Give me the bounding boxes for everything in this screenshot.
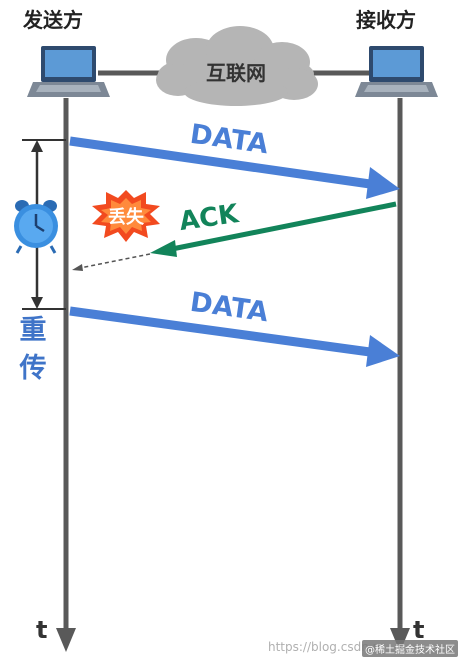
sender-timeline <box>56 98 76 652</box>
receiver-laptop-icon <box>355 46 438 97</box>
internet-cloud <box>156 26 318 106</box>
sender-time-label: t <box>36 616 48 644</box>
receiver-title: 接收方 <box>356 8 416 32</box>
ack-arrow <box>150 201 397 257</box>
lost-ack-dashed-arrow <box>72 253 151 271</box>
data-label-first: DATA <box>188 119 270 161</box>
lost-label: 丢失 <box>108 206 145 228</box>
sender-title: 发送方 <box>23 8 83 32</box>
lost-burst-icon <box>92 190 160 242</box>
data-arrow-first <box>69 136 400 199</box>
data-label-retransmit: DATA <box>188 287 270 329</box>
data-arrow-retransmit <box>69 306 400 367</box>
sender-laptop-icon <box>27 46 110 97</box>
receiver-time-label: t <box>413 616 425 644</box>
credit-watermark: @稀土掘金技术社区 <box>362 640 458 657</box>
retransmit-label: 重传 <box>19 315 47 384</box>
internet-label: 互联网 <box>206 61 266 85</box>
alarm-clock-icon <box>14 200 58 254</box>
url-watermark: https://blog.csdn.n <box>268 640 381 654</box>
receiver-timeline <box>390 98 410 652</box>
ack-label: ACK <box>177 199 241 237</box>
